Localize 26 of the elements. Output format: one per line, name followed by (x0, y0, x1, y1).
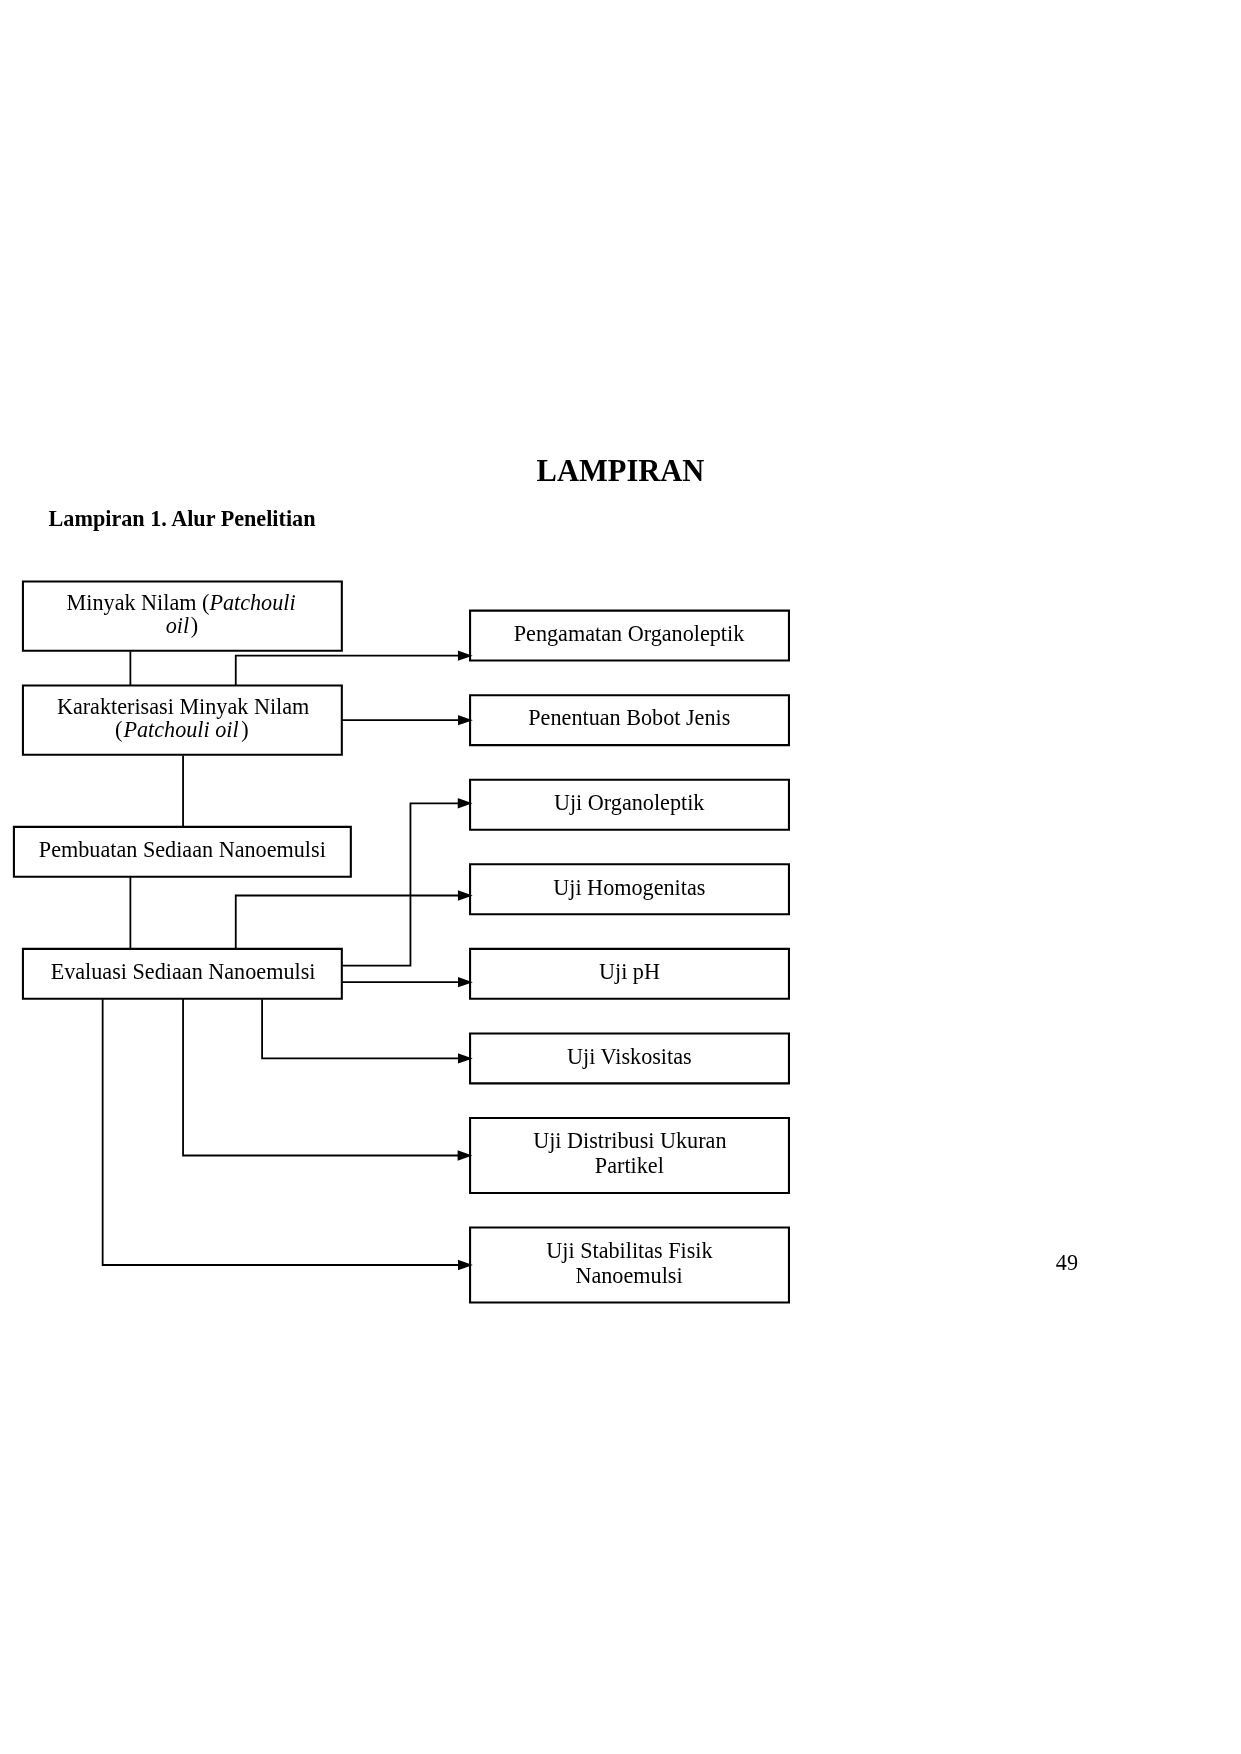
arrow (341, 797, 473, 966)
arrow (182, 997, 473, 1161)
arrow (261, 997, 473, 1064)
arrow (341, 714, 473, 725)
node-box: Minyak Nilam (Patchouli oil) (21, 579, 343, 652)
node-box: Uji Homogenitas (469, 862, 790, 915)
arrow (101, 997, 473, 1270)
node-box: Penentuan Bobot Jenis (469, 693, 790, 746)
node-box: Evaluasi Sediaan Nanoemulsi (21, 947, 343, 1000)
node-box: Pengamatan Organoleptik (469, 609, 790, 662)
node-box: Uji Viskositas (469, 1031, 790, 1084)
node-box: Uji Distribusi Ukuran Partikel (469, 1116, 790, 1194)
arrow (341, 976, 473, 987)
node-box: Uji Stabilitas Fisik Nanoemulsi (469, 1226, 790, 1303)
node-box: Uji Organoleptik (469, 778, 790, 831)
arrow (234, 650, 473, 686)
connector (182, 754, 184, 828)
node-box: Uji pH (469, 947, 790, 1000)
connector (129, 649, 132, 686)
node-box: Pembuatan Sediaan Nanoemulsi (12, 825, 352, 878)
label: 49 (1055, 1249, 1079, 1275)
diagram-title: LAMPIRAN (536, 453, 705, 488)
arrow (234, 889, 473, 950)
node-box: Karakterisasi Minyak Nilam (Patchouli oil) (21, 683, 343, 756)
label: Lampiran 1. Alur Penelitian (48, 505, 316, 531)
connector (129, 875, 132, 949)
